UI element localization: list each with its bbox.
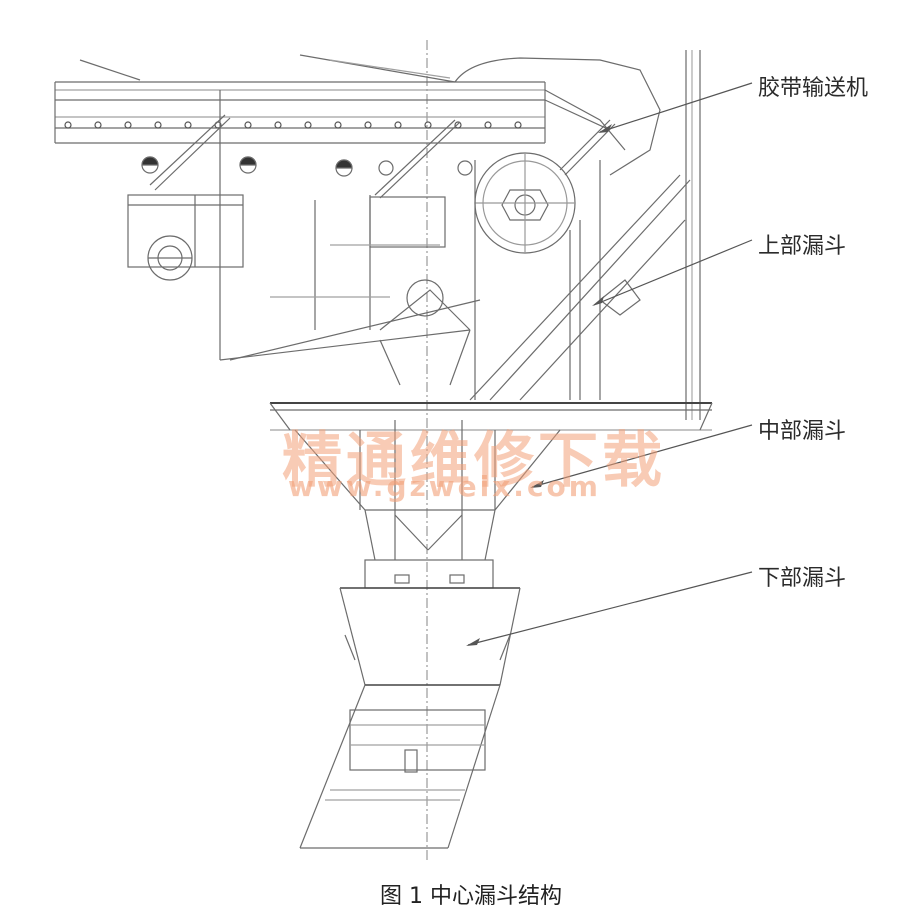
indicator-discs [141, 156, 473, 177]
head-pulley [474, 152, 576, 254]
belt-conveyor-frame [54, 54, 661, 176]
lower-hopper-body [299, 587, 521, 849]
leader-lines [467, 82, 753, 646]
callout-upper-hopper: 上部漏斗 [758, 234, 847, 259]
upper-frame [219, 90, 481, 400]
figure-caption: 图 1 中心漏斗结构 [380, 884, 562, 909]
callout-belt-conveyor: 胶带输送机 [758, 76, 869, 101]
platform-floor [269, 402, 713, 431]
right-columns [685, 50, 701, 420]
callout-lower-hopper: 下部漏斗 [758, 566, 847, 591]
drive-motor [127, 194, 244, 281]
callout-middle-hopper: 中部漏斗 [758, 419, 847, 444]
middle-hopper-body [294, 420, 561, 589]
watermark-url: www.gzweix.com [288, 470, 601, 503]
watermark-chinese: 精通维修下载 [282, 426, 666, 496]
hanger-arms [149, 114, 616, 199]
conveyor-rollers [64, 121, 522, 129]
upper-hopper-chute [379, 160, 691, 401]
leader-arrowheads [466, 124, 612, 646]
